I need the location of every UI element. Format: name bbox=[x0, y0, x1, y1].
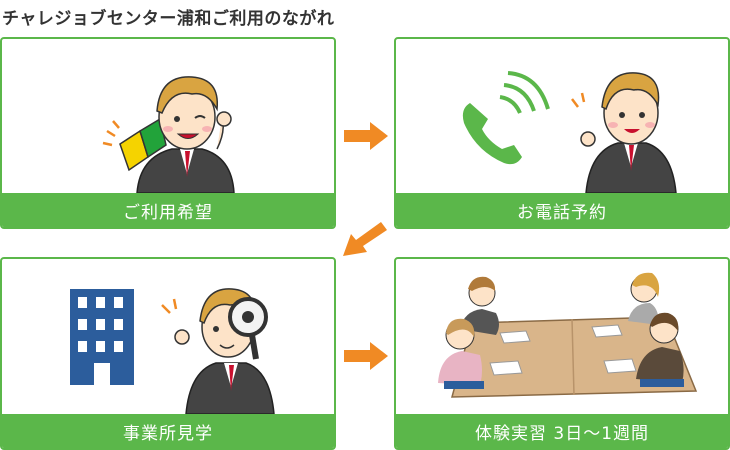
step-illustration bbox=[2, 39, 334, 193]
step-card-phone-reservation: お電話予約 bbox=[394, 37, 730, 229]
page-title: チャレジョブセンター浦和ご利用のながれ bbox=[2, 9, 335, 29]
step-card-trial-training: 体験実習 3日～1週間 bbox=[394, 257, 730, 450]
building-icon bbox=[70, 289, 134, 385]
man-illustration bbox=[571, 72, 677, 193]
man-illustration bbox=[136, 76, 235, 193]
step-illustration bbox=[396, 259, 728, 414]
step-illustration bbox=[2, 259, 334, 414]
person-top-right bbox=[628, 272, 660, 325]
beginner-mark-icon bbox=[102, 117, 167, 172]
step-card-request: ご利用希望 bbox=[0, 37, 336, 229]
step-label-request: ご利用希望 bbox=[2, 193, 334, 227]
arrow-right-icon bbox=[344, 122, 388, 150]
phone-icon bbox=[462, 71, 550, 165]
step-label-phone-reservation: お電話予約 bbox=[396, 193, 728, 227]
step-card-office-visit: 事業所見学 bbox=[0, 257, 336, 450]
magnifier-icon bbox=[228, 297, 268, 360]
person-top-left bbox=[460, 276, 499, 335]
meeting-illustration bbox=[438, 272, 698, 398]
step-illustration bbox=[396, 39, 728, 193]
person-bottom-left bbox=[438, 318, 484, 389]
step-label-trial-training: 体験実習 3日～1週間 bbox=[396, 414, 728, 448]
step-label-office-visit: 事業所見学 bbox=[2, 414, 334, 448]
person-bottom-right bbox=[636, 312, 684, 387]
arrow-down-left-icon bbox=[343, 222, 387, 258]
arrow-right-icon bbox=[344, 342, 388, 370]
